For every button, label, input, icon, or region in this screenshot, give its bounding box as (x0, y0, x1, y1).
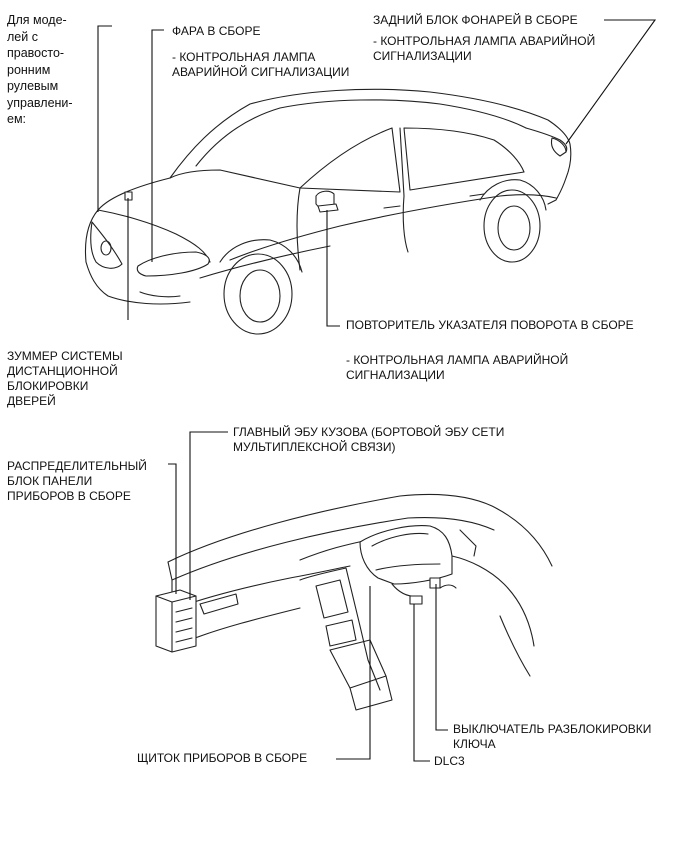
unlock-switch-label: ВЫКЛЮЧАТЕЛЬ РАЗБЛОКИРОВКИ КЛЮЧА (453, 722, 652, 751)
combination-meter-label: ЩИТОК ПРИБОРОВ В СБОРЕ (137, 751, 308, 765)
rear-lamp-label: ЗАДНИЙ БЛОК ФОНАРЕЙ В СБОРЕ (373, 13, 578, 27)
junction-block-label: РАСПРЕДЕЛИТЕЛЬНЫЙ БЛОК ПАНЕЛИ ПРИБОРОВ В… (7, 459, 147, 503)
side-repeater-label: ПОВТОРИТЕЛЬ УКАЗАТЕЛЯ ПОВОРОТА В СБОРЕ (346, 318, 634, 332)
headlight-label: ФАРА В СБОРЕ (172, 24, 261, 38)
dashboard-illustration (155, 493, 553, 711)
leader-lines (97, 19, 657, 762)
headlight-sub-label: - КОНТРОЛЬНАЯ ЛАМПА АВАРИЙНОЙ СИГНАЛИЗАЦ… (172, 50, 350, 79)
buzzer-label: ЗУММЕР СИСТЕМЫ ДИСТАНЦИОННОЙ БЛОКИРОВКИ … (7, 349, 123, 408)
side-repeater-sub-label: - КОНТРОЛЬНАЯ ЛАМПА АВАРИЙНОЙ СИГНАЛИЗАЦ… (346, 353, 569, 382)
body-ecu-label: ГЛАВНЫЙ ЭБУ КУЗОВА (БОРТОВОЙ ЭБУ СЕТИ МУ… (233, 425, 505, 454)
rear-lamp-sub-label: - КОНТРОЛЬНАЯ ЛАМПА АВАРИЙНОЙ СИГНАЛИЗАЦ… (373, 34, 596, 63)
dlc3-label: DLC3 (434, 754, 465, 768)
rhd-note-label: Для моде- лей с правосто- ронним рулевым… (7, 13, 73, 126)
car-illustration (84, 88, 572, 335)
